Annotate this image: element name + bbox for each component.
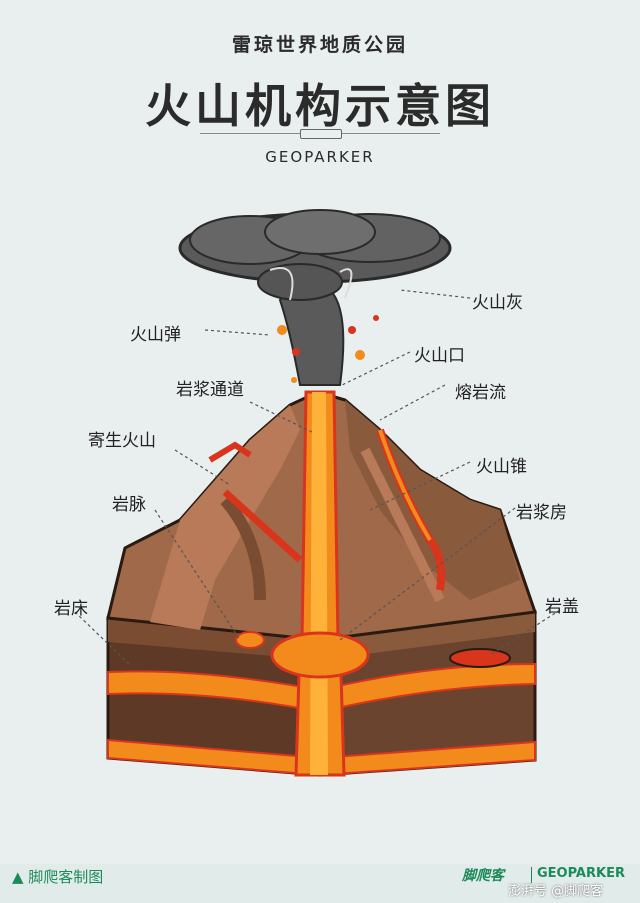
label-dike: 岩脉 xyxy=(112,495,146,515)
brand-divider xyxy=(531,867,532,883)
label-parasitic-cone: 寄生火山 xyxy=(88,431,156,451)
magma-conduit xyxy=(235,390,370,777)
brand-logo: 脚爬客 xyxy=(462,868,504,884)
label-volcanic-cone: 火山锥 xyxy=(476,457,527,477)
label-crater: 火山口 xyxy=(414,346,465,366)
lava-bombs xyxy=(277,315,379,383)
ash-cloud xyxy=(178,209,452,386)
label-sill: 岩床 xyxy=(54,599,88,619)
label-magma-chamber: 岩浆房 xyxy=(516,503,567,523)
label-magma-conduit: 岩浆通道 xyxy=(176,380,244,400)
brand-geoparker: GEOPARKER xyxy=(537,866,625,881)
brand-subtitle: GEOPARKER xyxy=(265,148,375,166)
label-lava-flow: 熔岩流 xyxy=(455,383,506,403)
watermark-text: 澎湃号 @脚爬客 xyxy=(508,884,604,899)
label-volcanic-bomb: 火山弹 xyxy=(130,325,181,345)
leader-lines xyxy=(74,289,561,666)
footer-bar xyxy=(0,864,640,903)
page-title: 火山机构示意图 xyxy=(145,79,495,133)
credit-text: ▲ 脚爬客制图 xyxy=(12,868,104,886)
block-right-face xyxy=(318,610,537,777)
park-name: 雷琼世界地质公园 xyxy=(231,34,408,56)
label-volcanic-ash: 火山灰 xyxy=(472,293,523,313)
label-laccolith: 岩盖 xyxy=(545,597,579,617)
title-divider-ornament xyxy=(300,129,342,139)
